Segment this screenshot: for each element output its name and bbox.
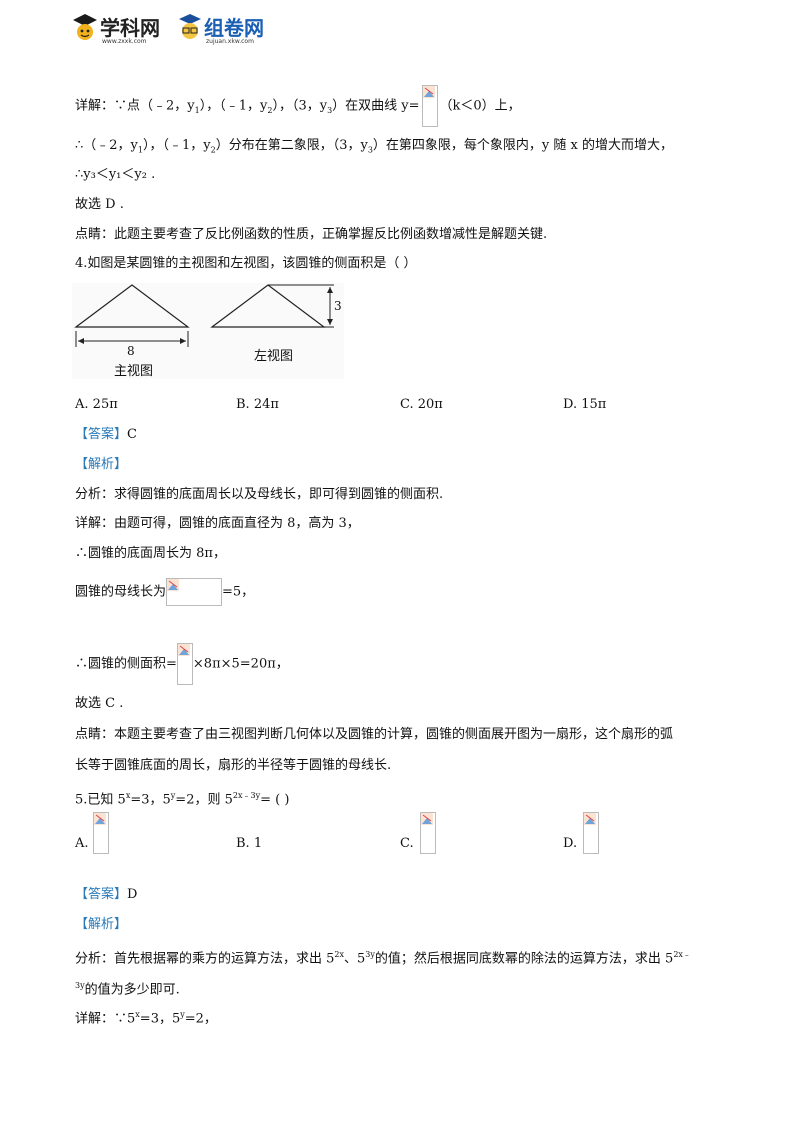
graduate-cap-logo-icon [73, 14, 97, 40]
q5-analysis-line1: 分析：首先根据幂的乘方的运算方法，求出 52x、53y的值；然后根据同底数幂的除… [75, 950, 691, 967]
formula-image-placeholder [166, 578, 223, 606]
broken-image-icon [177, 644, 190, 656]
logo2-url: zujuan.xkw.com [206, 38, 254, 45]
header-logos: 学科网 www.zxxk.com 组卷网 zujuan.xkw.com [72, 10, 272, 50]
q3-choose: 故选 D . [75, 197, 124, 212]
q4-option-d: D. 15π [563, 397, 607, 412]
formula-image-placeholder [421, 85, 438, 127]
q5-stem: 5.已知 5x=3，5y=2，则 52x﹣3y= ( ) [75, 791, 290, 808]
q3-detail-line1: 详解：∵点（﹣2，y1），（﹣1，y2），（3，y3）在双曲线 y=（k＜0）上… [75, 85, 521, 127]
q5-option-c: C. [400, 812, 460, 856]
q4-detail2: ∴圆锥的底面周长为 8π， [75, 546, 226, 561]
q5-analysis-line2: 3y的值为多少即可. [75, 981, 180, 998]
logo2-name: 组卷网 [204, 16, 264, 40]
q5-option-a: A. [75, 812, 135, 856]
q4-stem: 4.如图是某圆锥的主视图和左视图，该圆锥的侧面积是（ ） [75, 256, 417, 271]
formula-image-placeholder [583, 812, 599, 854]
q4-analysis-tag: 【解析】 [75, 457, 128, 472]
q4-choose: 故选 C . [75, 696, 124, 711]
front-view-drawing [74, 284, 334, 347]
q4-comment1: 点睛：本题主要考查了由三视图判断几何体以及圆锥的计算，圆锥的侧面展开图为一扇形，… [75, 727, 674, 742]
broken-image-icon [422, 86, 435, 98]
logo1-name: 学科网 [100, 16, 160, 40]
front-view-label: 主视图 [114, 364, 154, 379]
broken-image-icon [421, 813, 433, 825]
q5-option-d: D. [563, 812, 623, 856]
front-view-dimension: 8 [127, 344, 135, 358]
formula-image-placeholder [420, 812, 436, 854]
q3-comment: 点睛：此题主要考查了反比例函数的性质，正确掌握反比例函数增减性是解题关键. [75, 227, 548, 242]
broken-image-icon [584, 813, 596, 825]
q4-detail4: ∴圆锥的侧面积=×8π×5=20π， [75, 643, 289, 685]
q4-detail1: 详解：由题可得，圆锥的底面直径为 8，高为 3， [75, 516, 360, 531]
side-view-label: 左视图 [254, 349, 294, 364]
q4-option-a: A. 25π [75, 397, 118, 412]
q5-detail: 详解：∵5x=3，5y=2， [75, 1010, 217, 1027]
mascot-logo-icon [179, 14, 201, 39]
formula-image-placeholder [176, 643, 193, 685]
q4-analysis: 分析：求得圆锥的底面周长以及母线长，即可得到圆锥的侧面积. [75, 487, 444, 502]
q3-detail-line2: ∴（﹣2，y1），（﹣1，y2）分布在第二象限，（3，y3）在第四象限，每个象限… [75, 138, 673, 155]
q5-answer: 【答案】D [75, 887, 138, 902]
q5-option-b: B. 1 [236, 836, 263, 851]
q4-comment2: 长等于圆锥底面的周长，扇形的半径等于圆锥的母线长. [75, 758, 392, 773]
logo1-url: www.zxxk.com [102, 38, 147, 45]
q4-option-c: C. 20π [400, 397, 443, 412]
q4-detail3: 圆锥的母线长为=5， [75, 578, 254, 606]
q5-analysis-tag: 【解析】 [75, 917, 128, 932]
formula-image-placeholder [93, 812, 109, 854]
q4-answer: 【答案】C [75, 427, 137, 442]
q3-detail-line3: ∴y₃＜y₁＜y₂ . [75, 167, 156, 182]
q4-option-b: B. 24π [236, 397, 279, 412]
side-view-dimension: 3 [334, 299, 342, 313]
broken-image-icon [94, 813, 106, 825]
broken-image-icon [167, 579, 180, 591]
q4-figure: 8 主视图 3 左视图 [72, 283, 344, 379]
